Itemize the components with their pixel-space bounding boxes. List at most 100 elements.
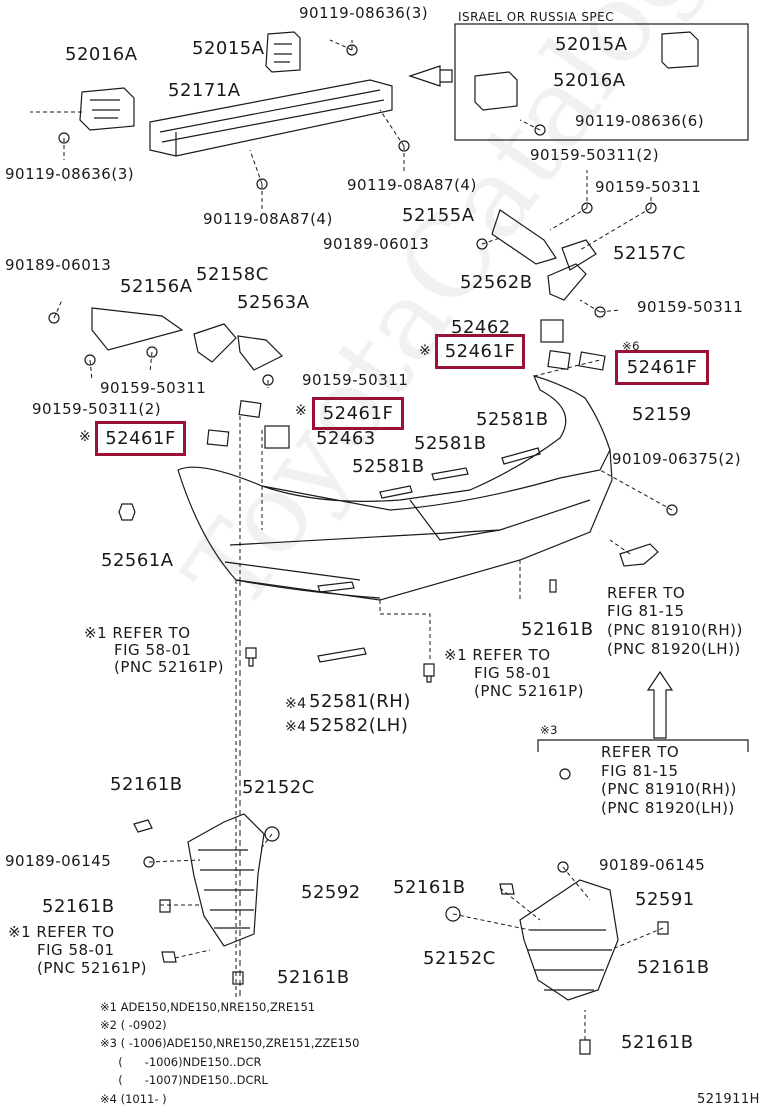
label-52152C-a: 52152C [242,777,315,798]
retainer-52155A [491,209,557,265]
retainer-52158C [193,323,237,363]
mark-4-rh: ※4 [285,696,307,712]
refer-1-line1: ※1 REFER TO [84,624,191,642]
footnote-4: ( -1006)NDE150..DCR [100,1055,262,1069]
pad-52463 [264,425,290,449]
leader-lines [30,39,673,1040]
label-90119-08636-3-top: 90119-08636(3) [299,4,429,22]
reinforcement-beam [149,79,393,157]
label-52581B-3: 52581B [352,456,425,477]
label-90189-06013-mid: 90189-06013 [323,235,430,253]
footnote-1: ※1 ADE150,NDE150,NRE150,ZRE151 [100,1000,316,1014]
label-52152C-b: 52152C [423,948,496,969]
footnote-5: ( -1007)NDE150..DCRL [100,1073,268,1087]
label-52463: 52463 [316,428,376,449]
mark-asterisk-2: ※ [295,403,308,419]
refer-4-line3: (PNC 81910(RH)) [601,780,737,798]
label-90119-08A87-4-right: 90119-08A87(4) [347,176,477,194]
refer-3-line1: REFER TO [607,584,686,602]
refer-2-line2: FIG 58-01 [474,664,552,682]
refer-2-line3: (PNC 52161P) [474,682,584,700]
retainer-52156A [91,307,184,351]
label-52161B-mid: 52161B [521,619,594,640]
cover-part-rh [619,543,659,567]
label-52161B-a: 52161B [110,774,183,795]
label-52591: 52591 [635,889,695,910]
label-90159-50311-mid: 90159-50311 [302,371,409,389]
refer-4-line1: REFER TO [601,743,680,761]
highlight-52461F-4: 52461F [95,421,186,456]
label-52155A: 52155A [402,205,475,226]
label-90159-50311-r2: 90159-50311 [637,298,744,316]
refer-5-line2: FIG 58-01 [37,941,115,959]
mark-asterisk-1: ※ [419,343,432,359]
label-90159-50311-2-top: 90159-50311(2) [530,146,660,164]
label-52156A: 52156A [120,276,193,297]
nut-52152C-b [445,906,461,922]
label-52581B-1: 52581B [476,409,549,430]
label-52015A: 52015A [192,38,265,59]
inset-part-52015A: 52015A [555,34,628,55]
refer-3-line4: (PNC 81920(LH)) [607,640,741,658]
retainer-52157C [561,239,597,271]
label-90189-06013-left: 90189-06013 [5,256,112,274]
reflector-1 [379,485,413,499]
mark-asterisk-3: ※ [79,429,92,445]
inset-title: ISRAEL OR RUSSIA SPEC [458,10,615,24]
label-52563A: 52563A [237,292,310,313]
pad-52462 [540,319,564,343]
refer-4-line4: (PNC 81920(LH)) [601,799,735,817]
label-52462: 52462 [451,317,511,338]
reflector-2 [431,467,469,481]
refer-4-line2: FIG 81-15 [601,762,679,780]
reflector-3 [501,447,541,465]
label-52161B-c: 52161B [277,967,350,988]
left-arrow-icon [408,65,453,87]
label-52161B-d: 52161B [393,877,466,898]
label-90159-50311-2-left: 90159-50311(2) [32,400,162,418]
label-90159-50311-r1: 90159-50311 [595,178,702,196]
highlight-52461F-1: 52461F [435,334,525,369]
highlight-52461F-2: 52461F [615,350,709,385]
up-arrow-icon [646,670,674,739]
label-52581B-2: 52581B [414,433,487,454]
mark-6: ※6 [622,339,640,353]
label-90109-06375-2: 90109-06375(2) [612,450,742,468]
retainer-52562B [547,263,587,301]
inset-bracket-52015A [661,31,699,69]
refer-5-line1: ※1 REFER TO [8,923,115,941]
mark-4-lh: ※4 [285,719,307,735]
refer-2-line1: ※1 REFER TO [444,646,551,664]
footnote-3: ※3 ( -1006)ADE150,NRE150,ZRE151,ZZE150 [100,1036,360,1050]
clip-52561A [118,503,136,521]
bracket-line [537,739,749,752]
label-52158C: 52158C [196,264,269,285]
refer-1-line3: (PNC 52161P) [114,658,224,676]
label-90119-08636-3-left: 90119-08636(3) [5,165,135,183]
mark-3: ※3 [540,723,558,737]
label-52161B-f: 52161B [621,1032,694,1053]
mudguard-52592 [187,813,265,947]
label-90119-08A87-4-mid: 90119-08A87(4) [203,210,333,228]
inset-bracket-52016A [474,71,518,111]
retainer-52563A [237,335,284,371]
refer-3-line3: (PNC 81910(RH)) [607,621,743,639]
inset-box [454,23,749,141]
bracket-52016A [79,87,135,131]
reflector-52581 [317,647,367,663]
label-52561A: 52561A [101,550,174,571]
refer-5-line3: (PNC 52161P) [37,959,147,977]
label-52157C: 52157C [613,243,686,264]
label-52562B: 52562B [460,272,533,293]
label-52161B-b: 52161B [42,896,115,917]
label-90189-06145-b: 90189-06145 [599,856,706,874]
inset-part-52016A: 52016A [553,70,626,91]
refer-3-line2: FIG 81-15 [607,602,685,620]
label-90159-50311-l1: 90159-50311 [100,379,207,397]
label-52159: 52159 [632,404,692,425]
footnote-2: ※2 ( -0902) [100,1018,167,1032]
bolt-icons [48,44,678,873]
footnote-6: ※4 (1011- ) [100,1092,167,1106]
bracket-52015A [265,31,301,73]
